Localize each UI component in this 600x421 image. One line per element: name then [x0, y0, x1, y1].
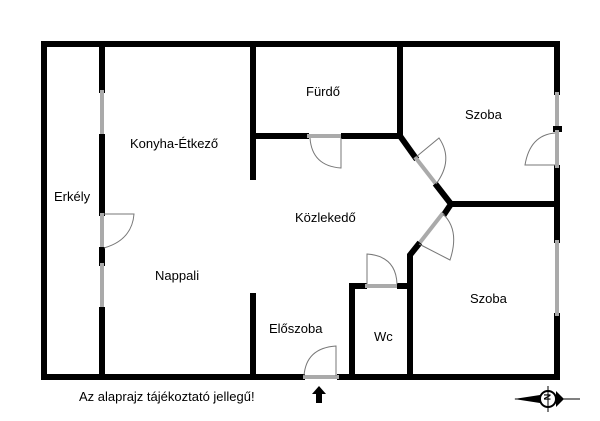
room-label-nappali: Nappali — [155, 268, 200, 283]
balcony-door-icon — [103, 213, 135, 249]
room1-balcony-door-icon — [524, 132, 556, 166]
room-label-szoba-2: Szoba — [470, 291, 507, 306]
right-windows — [524, 92, 562, 316]
room-label-konyha: Konyha-Étkező — [130, 136, 219, 151]
room-label-eloszoba: Előszoba — [269, 321, 323, 336]
bathroom-walls — [250, 41, 403, 180]
arrow-up-icon — [312, 386, 326, 403]
room-label-erkely: Erkély — [54, 189, 91, 204]
wc-walls — [349, 253, 413, 380]
compass-letter: N — [542, 393, 553, 401]
room1-door-icon — [415, 137, 447, 185]
entrance-door-icon — [303, 345, 337, 377]
wc-door-icon — [366, 253, 398, 285]
outer-walls — [41, 41, 560, 380]
room-label-szoba-1: Szoba — [465, 107, 502, 122]
room-label-kozlekedo: Közlekedő — [295, 210, 356, 225]
disclaimer-text: Az alaprajz tájékoztató jellegű! — [79, 389, 255, 404]
compass-north-icon — [514, 386, 580, 412]
balcony-wall — [99, 41, 135, 380]
room-label-wc: Wc — [374, 329, 393, 344]
diagonal-walls — [395, 131, 560, 380]
room-label-furdo: Fürdő — [306, 84, 340, 99]
room2-door-icon — [418, 213, 455, 261]
bathroom-door-icon — [309, 137, 342, 169]
